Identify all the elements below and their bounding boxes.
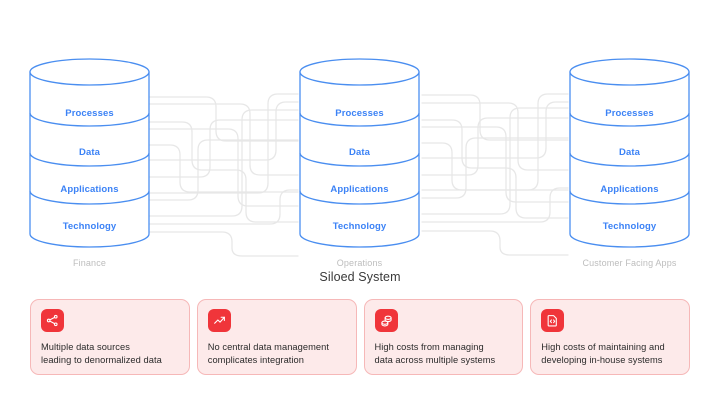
issue-card-line2: developing in-house systems	[541, 354, 663, 365]
cylinder-shape	[29, 58, 150, 248]
silo-customer-facing-apps: Processes Data Applications Technology C…	[567, 58, 692, 268]
issue-card-line2: data across multiple systems	[374, 354, 496, 365]
issue-card-line1: Multiple data sources	[41, 342, 130, 352]
issue-card-line2: leading to denormalized data	[41, 354, 162, 365]
share-nodes-icon	[41, 309, 64, 332]
issue-card-text: High costs from managing data across mul…	[375, 341, 513, 366]
issue-card-line1: High costs of maintaining and	[541, 342, 665, 352]
issue-card[interactable]: High costs of maintaining and developing…	[530, 299, 690, 375]
issue-card[interactable]: No central data management complicates i…	[196, 299, 357, 375]
silo-caption-customer-facing-apps: Customer Facing Apps	[582, 258, 677, 268]
file-code-icon	[541, 309, 565, 332]
silo-caption-finance: Finance	[72, 258, 107, 268]
issue-card-text: No central data management complicates i…	[208, 341, 346, 366]
cylinder-shape	[569, 58, 690, 248]
issue-card-text: Multiple data sources leading to denorma…	[41, 341, 179, 366]
diagram-title: Siloed System	[319, 270, 401, 284]
issue-card[interactable]: High costs from managing data across mul…	[363, 299, 524, 375]
issue-card-line1: No central data management	[207, 342, 329, 352]
issue-card-line2: complicates integration	[207, 354, 304, 365]
cylinder-shape	[299, 58, 420, 248]
issue-card-line1: High costs from managing	[374, 342, 484, 352]
silo-caption-operations: Operations	[336, 258, 383, 268]
trending-up-icon	[207, 309, 231, 332]
issue-card-text: High costs of maintaining and developing…	[541, 341, 679, 366]
coins-stack-icon	[374, 309, 398, 332]
issue-card-list: Multiple data sources leading to denorma…	[30, 299, 690, 375]
issue-card[interactable]: Multiple data sources leading to denorma…	[30, 299, 190, 375]
silo-finance: Processes Data Applications Technology F…	[27, 58, 152, 268]
silo-operations: Processes Data Applications Technology O…	[297, 58, 422, 268]
